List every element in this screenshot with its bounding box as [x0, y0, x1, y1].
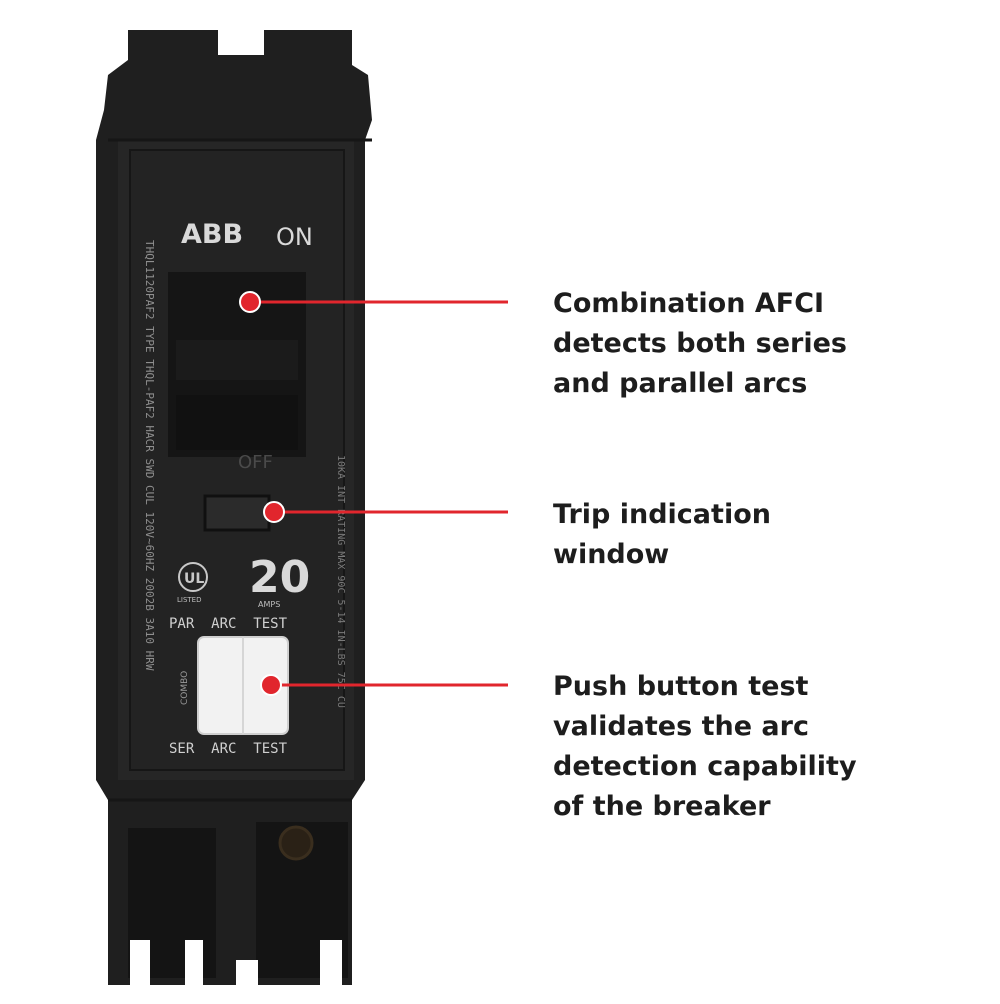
callout-line: Trip indication	[553, 499, 771, 530]
on-label: ON	[276, 223, 313, 251]
callout-line: detects both series	[553, 328, 847, 359]
ul-listing-mark: UL LISTED	[177, 562, 208, 604]
callout-line-2	[263, 501, 508, 523]
callout-afci-text: Combination AFCI detects both series and…	[553, 284, 983, 404]
ser-arc-test-label: SER ARC TEST	[169, 741, 288, 757]
callout-line: Combination AFCI	[553, 288, 825, 319]
rating-unit: AMPS	[258, 600, 280, 609]
ul-mark-text: UL	[184, 571, 204, 587]
callout-line: of the breaker	[553, 791, 771, 822]
off-label: OFF	[238, 452, 273, 473]
par-arc-test-label: PAR ARC TEST	[169, 616, 288, 632]
trip-window	[203, 494, 271, 532]
callout-line: Push button test	[553, 671, 809, 702]
callout-line: validates the arc	[553, 711, 809, 742]
side-text-right: 10KA INT RATING MAX 90C 5-14 IN-LBS 75C …	[335, 455, 346, 708]
callout-line: window	[553, 539, 670, 570]
callout-line: and parallel arcs	[553, 368, 808, 399]
breaker-body	[96, 30, 372, 985]
callout-line-1	[239, 291, 508, 313]
side-text-left: THQL1120PAF2 TYPE THQL-PAF2 HACR SWD CUL…	[143, 240, 156, 671]
rating-number: 20	[249, 552, 310, 603]
callout-test-button-text: Push button test validates the arc detec…	[553, 667, 983, 827]
brand-logo: ABB	[181, 219, 243, 250]
callout-line: detection capability	[553, 751, 857, 782]
callout-line-3	[260, 674, 508, 696]
button-caption: COMBO	[180, 671, 190, 705]
ul-caption: LISTED	[177, 596, 202, 604]
callout-trip-window-text: Trip indication window	[553, 495, 983, 575]
